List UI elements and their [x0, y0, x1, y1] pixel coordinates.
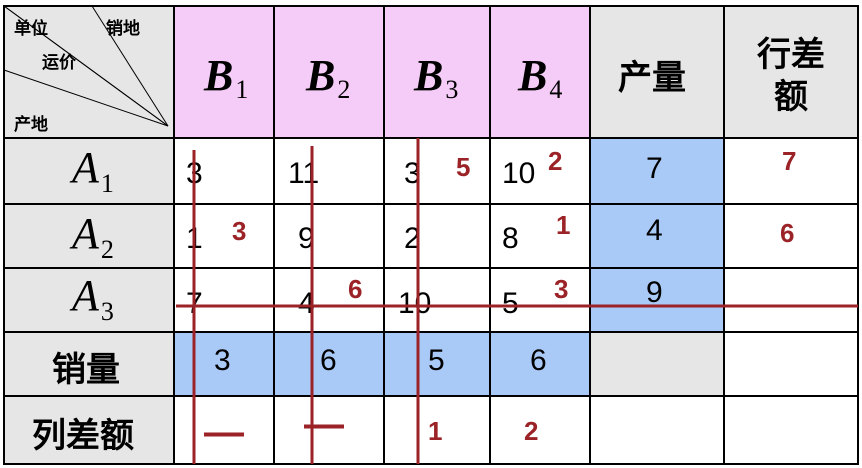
demand-b1: 3 — [214, 344, 231, 377]
coldiff-label-cell — [4, 396, 174, 464]
supply-a1-cell — [590, 138, 724, 204]
alloc-a1-b3: 5 — [456, 152, 471, 182]
demand-b4-cell — [490, 332, 590, 396]
demand-b1-cell — [174, 332, 274, 396]
header-supply-cell — [590, 6, 724, 138]
alloc-a3-b4: 3 — [554, 274, 569, 304]
col-diff-label: 列差额 — [32, 416, 134, 456]
supply-a1: 7 — [646, 152, 663, 185]
alloc-a2-b4: 1 — [556, 210, 571, 240]
corner-diagonals — [3, 5, 169, 127]
cost-a1-b4: 10 — [502, 157, 536, 190]
col-diff-b1: — — [204, 410, 244, 454]
header-b1: B1 — [204, 51, 249, 104]
row-a3-label: A3 — [72, 271, 114, 326]
demand-b2-cell — [274, 332, 384, 396]
row-a2-label-cell — [4, 204, 174, 268]
supply-a3: 9 — [646, 276, 663, 309]
supply-a2-cell — [590, 204, 724, 268]
row-a2-label: A2 — [72, 209, 114, 264]
demand-supply-empty-cell — [590, 332, 724, 396]
header-row-diff: 行差额 — [757, 35, 825, 117]
corner-cost-label: 运价 — [42, 53, 76, 73]
demand-b2: 6 — [320, 344, 337, 377]
cost-a2-b4: 8 — [502, 222, 519, 255]
header-b4-cell — [490, 6, 590, 138]
alloc-a3-b2: 6 — [348, 274, 363, 304]
demand-b3-cell — [384, 332, 490, 396]
row-diff-a1: 7 — [782, 146, 797, 176]
col-diff-b3: 1 — [428, 416, 443, 446]
supply-a2: 4 — [646, 214, 663, 247]
demand-label: 销量 — [52, 350, 120, 390]
header-b4: B4 — [518, 51, 563, 104]
alloc-a2-b1: 3 — [232, 216, 247, 246]
demand-b3: 5 — [428, 344, 445, 377]
corner-unit-label: 单位 — [14, 19, 48, 39]
corner-origin-label: 产地 — [14, 115, 48, 135]
row-a1-label: A1 — [72, 143, 114, 198]
cost-a3-b4: 5 — [502, 287, 519, 320]
header-b2: B2 — [306, 51, 351, 104]
header-supply: 产量 — [618, 58, 686, 98]
cost-a3-b3: 10 — [398, 287, 432, 320]
alloc-a1-b4: 2 — [548, 146, 563, 176]
header-b3-cell — [384, 6, 490, 138]
row-a1-label-cell — [4, 138, 174, 204]
header-b1-cell — [174, 6, 274, 138]
col-diff-b4: 2 — [524, 416, 539, 446]
demand-b4: 6 — [530, 344, 547, 377]
row-a3-label-cell — [4, 268, 174, 332]
corner-cell — [4, 6, 174, 138]
row-diff-a2: 6 — [780, 218, 795, 248]
demand-label-cell — [4, 332, 174, 396]
header-b2-cell — [274, 6, 384, 138]
header-b3: B3 — [414, 51, 459, 104]
supply-a3-cell — [590, 268, 724, 332]
cost-a1-b2: 11 — [288, 157, 320, 190]
corner-destination-label: 销地 — [106, 19, 140, 39]
header-rowdiff-cell — [724, 6, 858, 138]
